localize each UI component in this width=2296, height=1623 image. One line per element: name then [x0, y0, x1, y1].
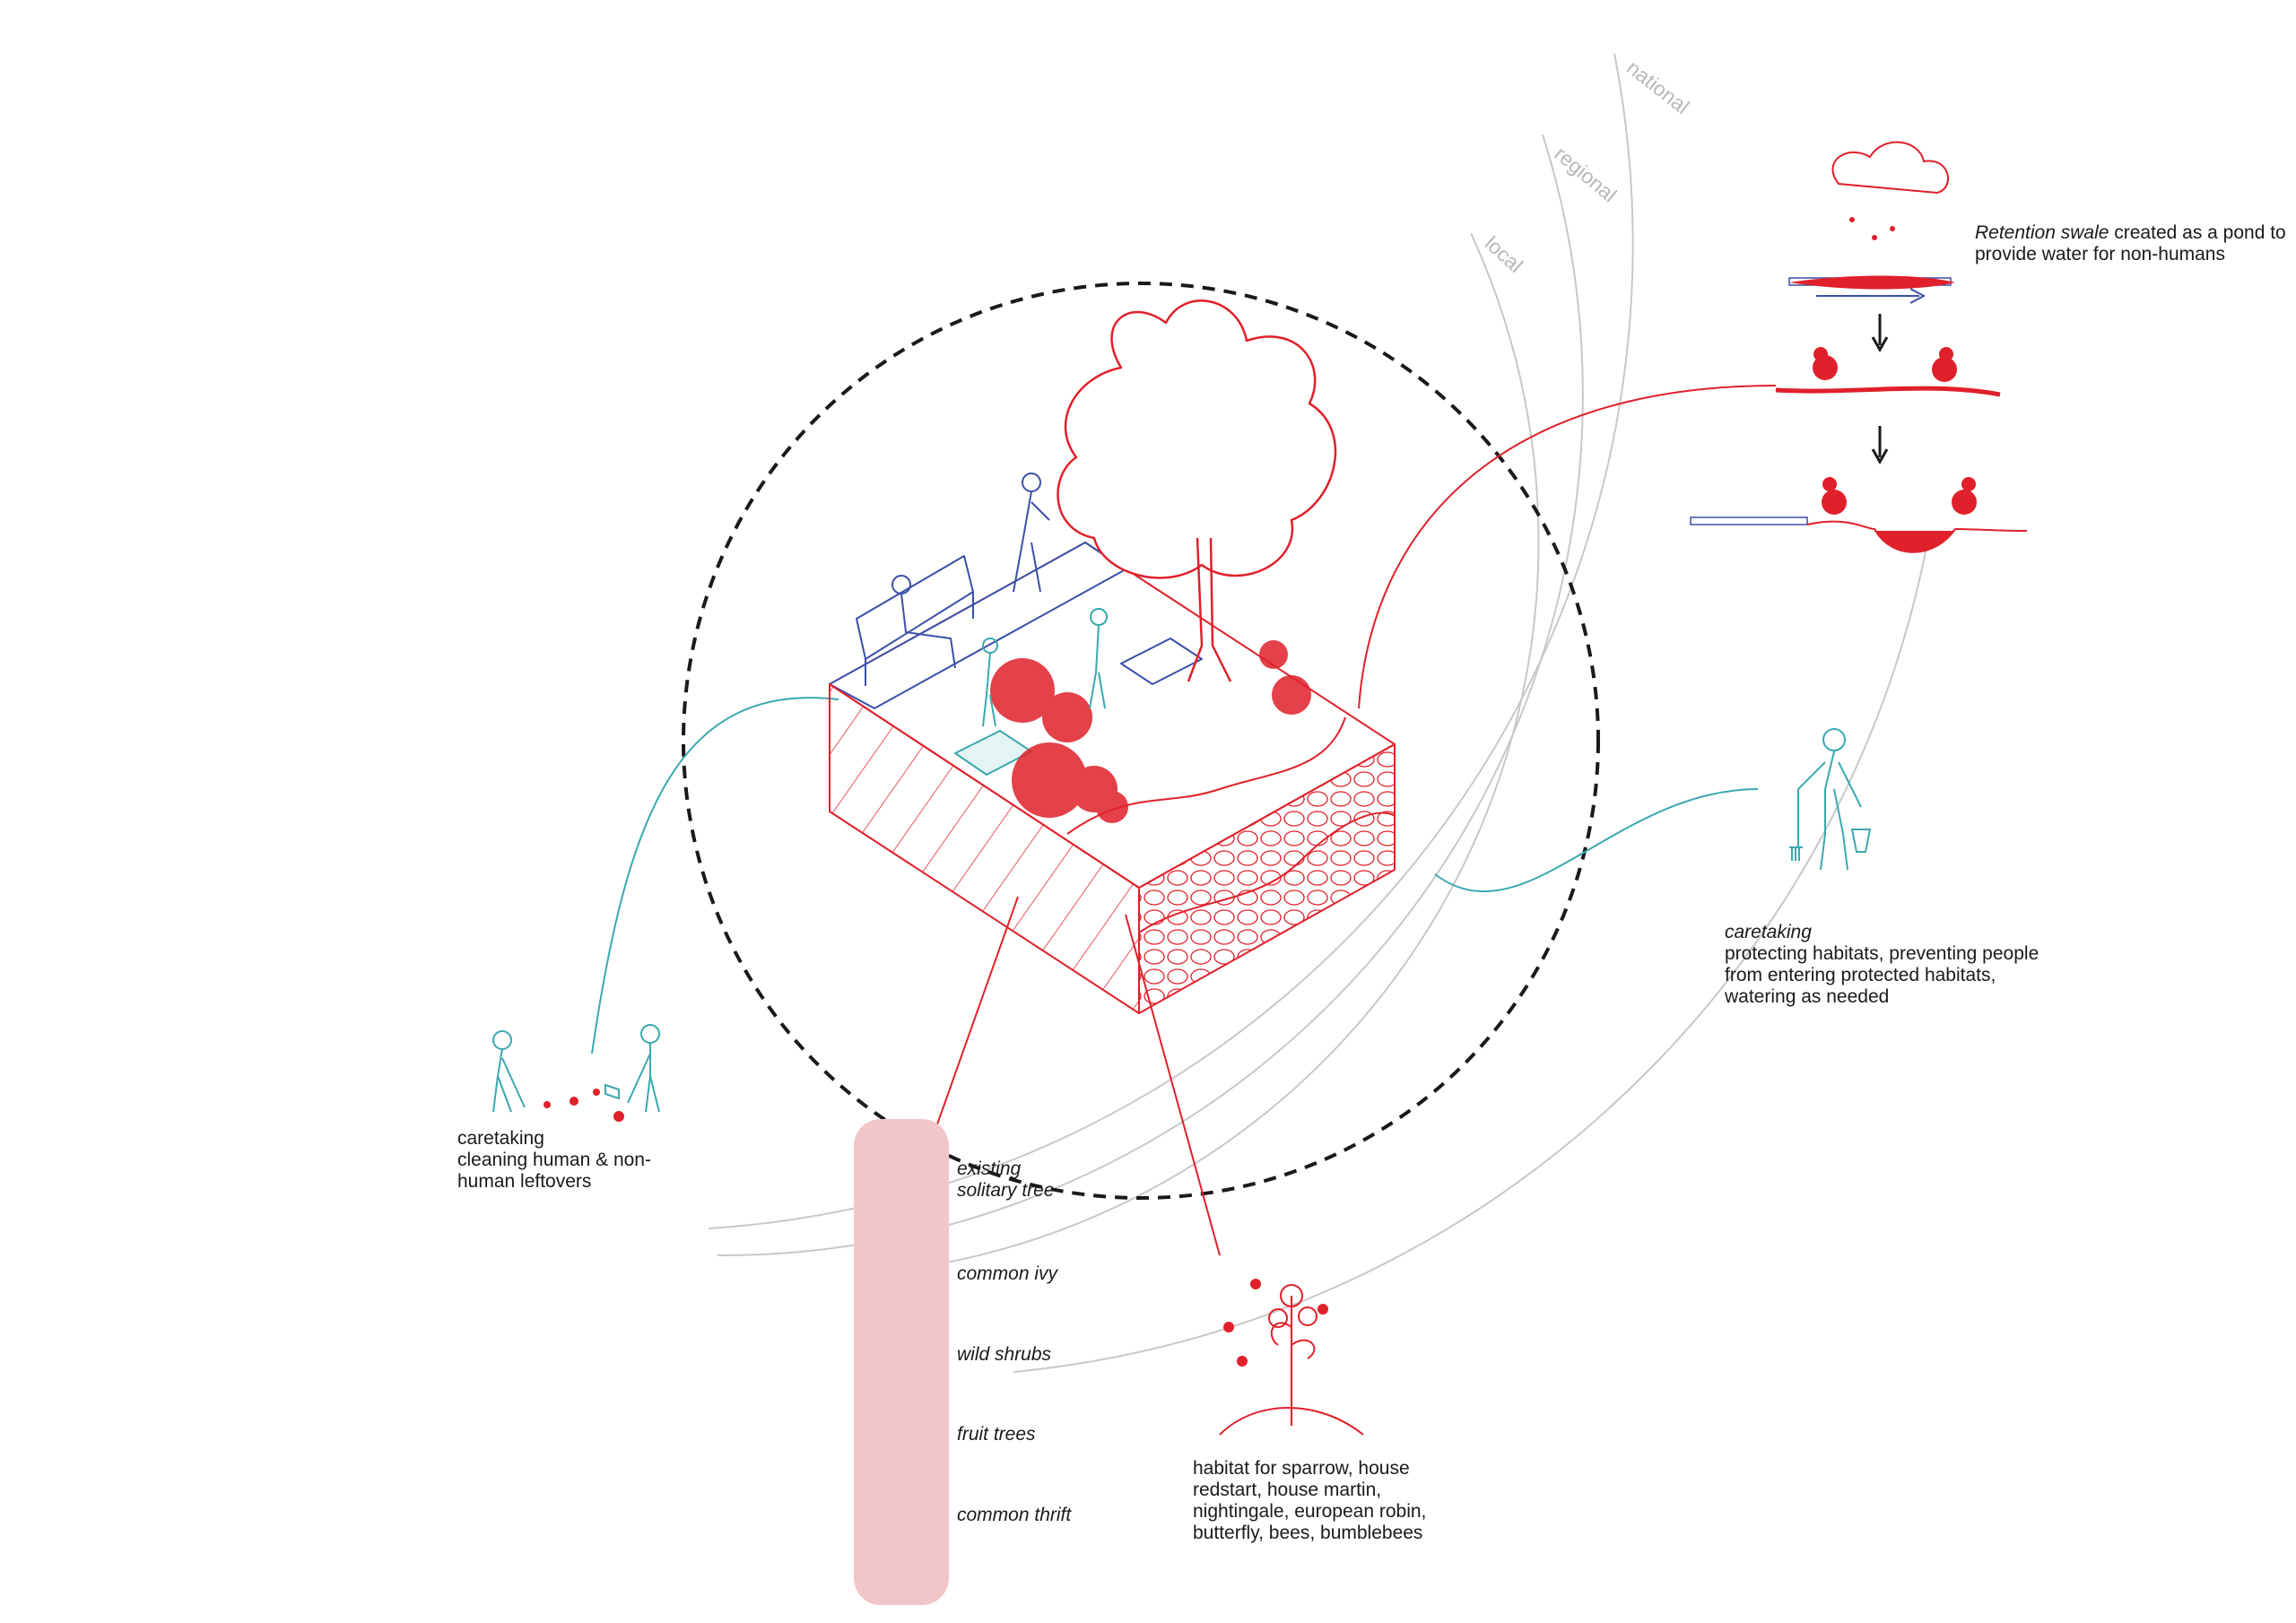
habitat-label: habitat for sparrow, house redstart, hou… — [1193, 1458, 1426, 1544]
plants-step-2 — [1813, 347, 1957, 382]
swale-title: Retention swale — [1975, 222, 2109, 243]
site-right-face — [1138, 743, 1396, 1014]
person-sitting-head — [891, 575, 911, 595]
connector-caretaking-left — [591, 697, 839, 1055]
caretaking-left-line: cleaning human & non- — [457, 1150, 651, 1170]
pipe-step-3 — [1690, 516, 1808, 525]
cloud-icon — [1831, 141, 1949, 195]
legend-label: solitary tree — [957, 1180, 1055, 1201]
arc-regional — [717, 134, 1584, 1257]
raised-bed-right — [1120, 638, 1203, 685]
flow-arrow-icon — [1816, 288, 1926, 304]
down-arrow-1 — [1871, 314, 1889, 353]
caretaking-left-line: human leftovers — [457, 1171, 592, 1192]
habitat-line: nightingale, european robin, — [1193, 1501, 1427, 1522]
caretaking-right-line: watering as needed — [1725, 986, 1890, 1007]
legend-item-solitary-tree: existing solitary tree — [957, 1159, 1055, 1202]
habitat-plant-icon — [1219, 1284, 1364, 1436]
legend-label: wild shrubs — [957, 1344, 1052, 1365]
caretaking-right-line: protecting habitats, preventing people — [1725, 943, 2039, 964]
swale-line1: created as a pond to — [2109, 222, 2286, 243]
caretaking-right-label: caretaking protecting habitats, preventi… — [1725, 922, 2039, 1008]
water-step-1 — [1789, 275, 1955, 290]
legend-item-wild-shrubs: wild shrubs — [957, 1344, 1051, 1366]
soil-wave — [1138, 812, 1396, 933]
habitat-line: redstart, house martin, — [1193, 1480, 1382, 1500]
legend-label: common ivy — [957, 1263, 1058, 1284]
solitary-tree-trunk — [1187, 537, 1232, 682]
site-block — [829, 299, 1396, 1014]
cleaning-caretakers-icon — [492, 1024, 660, 1113]
swale-sequence — [1690, 141, 2028, 553]
butterfly-icons — [1223, 1279, 1328, 1367]
connector-legend — [932, 896, 1019, 1138]
bench-and-people — [856, 473, 1050, 686]
caretaking-right-title: caretaking — [1725, 922, 1812, 942]
solitary-tree-crown — [1057, 299, 1337, 579]
person-standing-head — [1022, 473, 1041, 492]
pond-step-3 — [1874, 531, 1955, 553]
legend-item-fruit-trees: fruit trees — [957, 1424, 1036, 1445]
plants-step-3 — [1822, 477, 1977, 515]
rain-drops-icon — [1849, 217, 1895, 240]
connector-caretaking-right — [1434, 788, 1759, 893]
down-arrow-2 — [1871, 426, 1889, 465]
connector-swale — [1358, 385, 1777, 709]
legend-item-common-ivy: common ivy — [957, 1263, 1057, 1285]
leftover-marks — [544, 1089, 624, 1122]
habitat-line: butterfly, bees, bumblebees — [1193, 1523, 1423, 1543]
swale-label: Retention swale created as a pond to pro… — [1975, 222, 2289, 265]
person-sitting-body — [900, 593, 956, 669]
habitat-line: habitat for sparrow, house — [1193, 1458, 1410, 1479]
legend-label: fruit trees — [957, 1424, 1036, 1445]
gardener-figures — [982, 608, 1108, 727]
caretaker-with-fork-and-bucket-icon — [1789, 728, 1872, 871]
site-boundary-circle — [682, 282, 1600, 1200]
caretaking-right-line: from entering protected habitats, — [1725, 965, 1996, 985]
shrub-clusters — [990, 640, 1311, 823]
caretaking-left-title: caretaking — [457, 1128, 544, 1149]
legend-label: existing — [957, 1159, 1022, 1179]
arc-local — [936, 232, 1540, 1265]
arc-national — [708, 53, 1634, 1229]
legend-item-common-thrift: common thrift — [957, 1505, 1071, 1526]
ground-step-2 — [1775, 386, 2001, 397]
bench — [856, 555, 974, 686]
legend-box — [854, 1119, 949, 1605]
scale-arcs — [708, 53, 1929, 1373]
arc-outer — [1013, 537, 1929, 1373]
caretaking-left-label: caretaking cleaning human & non- human l… — [457, 1128, 651, 1193]
swale-line2: provide water for non-humans — [1975, 244, 2225, 265]
legend-label: common thrift — [957, 1505, 1072, 1525]
person-standing-body — [1013, 490, 1050, 593]
